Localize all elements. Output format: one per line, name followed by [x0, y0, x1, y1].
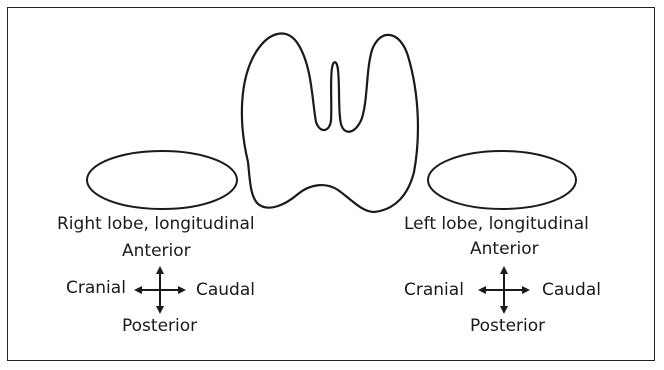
- right-lobe-ellipse: [87, 151, 237, 209]
- thyroid-gland-outline: [242, 34, 418, 212]
- left-cranial-label: Cranial: [404, 282, 464, 299]
- left-lobe-ellipse: [428, 151, 576, 209]
- left-orientation-cross: [480, 268, 528, 312]
- left-lobe-title: Left lobe, longitudinal: [404, 216, 589, 233]
- right-orientation-cross: [136, 268, 184, 312]
- left-anterior-label: Anterior: [470, 241, 539, 258]
- right-lobe-title: Right lobe, longitudinal: [57, 216, 255, 233]
- right-cranial-label: Cranial: [66, 280, 126, 297]
- right-posterior-label: Posterior: [122, 318, 197, 335]
- right-caudal-label: Caudal: [196, 282, 255, 299]
- left-caudal-label: Caudal: [542, 282, 601, 299]
- right-anterior-label: Anterior: [122, 243, 191, 260]
- left-posterior-label: Posterior: [470, 318, 545, 335]
